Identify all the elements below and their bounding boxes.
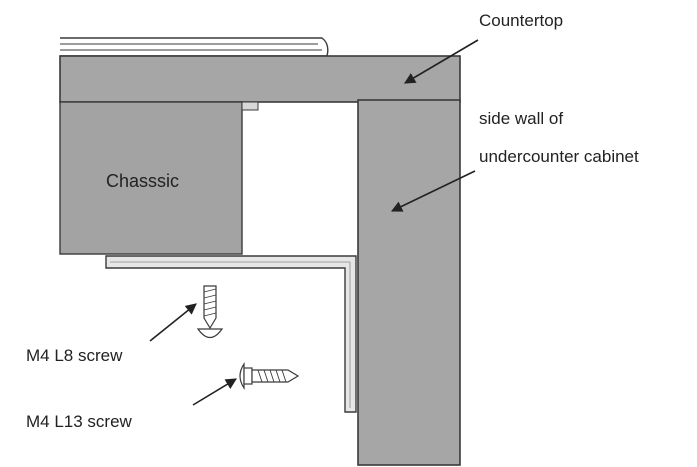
side-wall-label-line1: side wall of (479, 109, 563, 128)
countertop-label: Countertop (479, 11, 563, 30)
chassis-label: Chasssic (106, 171, 179, 191)
cooktop-top-edge (60, 37, 329, 57)
side-wall-label-line2: undercounter cabinet (479, 147, 639, 166)
countertop-arrow (404, 39, 479, 84)
chassis-tab (241, 101, 259, 111)
screw-m4-l13-icon (239, 362, 300, 390)
side-wall-arrow (390, 170, 476, 212)
screw-m4-l8-label: M4 L8 screw (26, 346, 123, 365)
chassis-body (59, 101, 243, 255)
side-wall-panel (357, 99, 461, 466)
screw-m4-l8-icon (196, 285, 224, 339)
screw-m4-l8-arrow (149, 303, 197, 342)
mounting-bracket (105, 255, 357, 413)
countertop-slab (59, 55, 461, 103)
screw-m4-l13-arrow (192, 378, 237, 406)
screw-m4-l13-label: M4 L13 screw (26, 412, 133, 431)
